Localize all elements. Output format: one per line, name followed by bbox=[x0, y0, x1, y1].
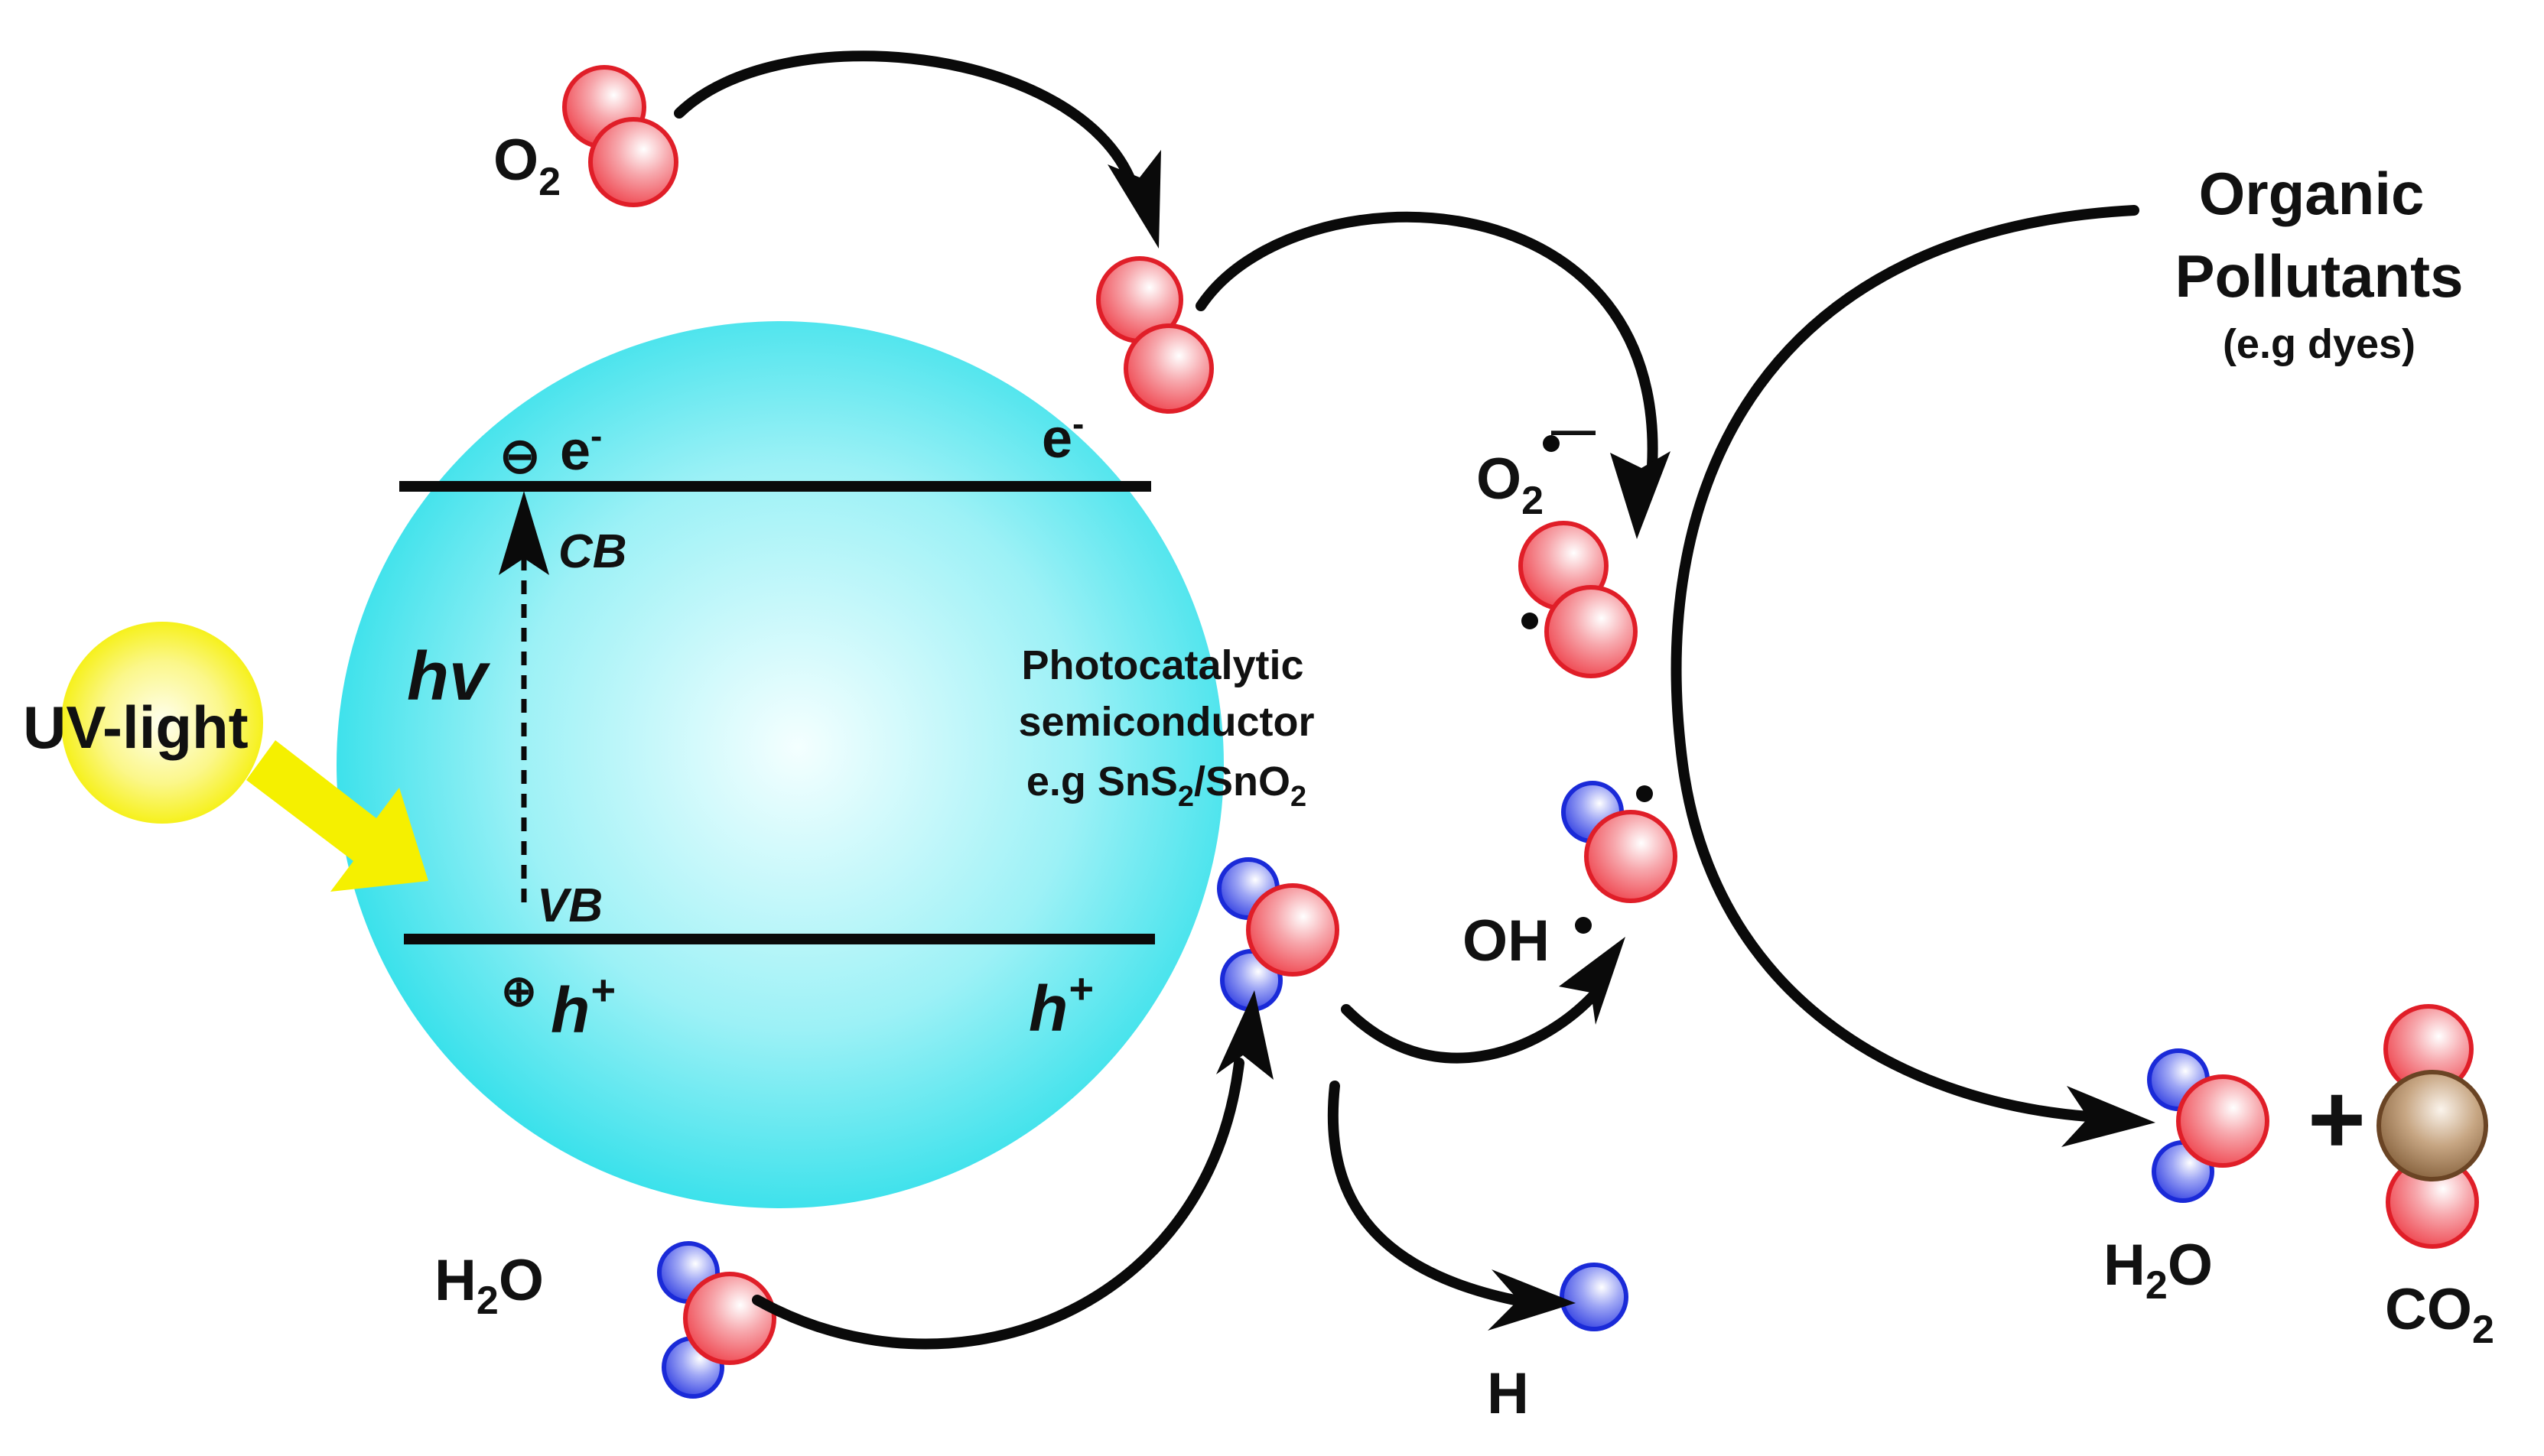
co2-molecule bbox=[2376, 1004, 2488, 1249]
uv-light-sun bbox=[61, 622, 263, 824]
arrowhead-o2-reduce bbox=[1610, 451, 1671, 539]
arrow-hydrogen-release bbox=[1327, 1081, 1520, 1305]
arrow-hydroxyl-form bbox=[1341, 989, 1600, 1064]
co2-label: CO2 bbox=[2385, 1277, 2494, 1352]
semiconductor-sphere bbox=[337, 321, 1224, 1208]
arrowheads bbox=[1108, 150, 2155, 1331]
superoxide-label: O2— bbox=[1476, 405, 1596, 523]
water-left-label: H2O bbox=[434, 1248, 544, 1323]
arrowhead-pollutant-degrade bbox=[2061, 1086, 2155, 1147]
arrowhead-water-adsorb bbox=[1216, 990, 1274, 1080]
pollutants-label-line3: (e.g dyes) bbox=[2223, 321, 2415, 367]
water-molecule-left bbox=[657, 1241, 776, 1399]
vb-label: VB bbox=[537, 879, 603, 932]
hydrogen-label: H bbox=[1487, 1361, 1529, 1426]
superoxide-radical-dot bbox=[1543, 435, 1560, 452]
pollutants-label-line2: Pollutants bbox=[2175, 242, 2463, 310]
hole-left-label: h+ bbox=[551, 966, 615, 1046]
plus-sign: + bbox=[2308, 1063, 2366, 1175]
minus-symbol: ⊖ bbox=[499, 428, 541, 483]
pollutants-label-line1: Organic bbox=[2199, 160, 2425, 227]
electron-right-label: e- bbox=[1042, 404, 1084, 470]
arrow-o2-reduce bbox=[1196, 211, 1658, 472]
reaction-arrows bbox=[674, 50, 2139, 1350]
electron-left-label: e- bbox=[560, 416, 602, 482]
semiconductor-caption-line3: e.g SnS2/SnO2 bbox=[1026, 759, 1306, 813]
o2-label: O2 bbox=[493, 128, 561, 204]
arrowhead-o2-adsorb bbox=[1108, 150, 1161, 249]
hydroxyl-molecule-dot bbox=[1636, 785, 1653, 802]
hydroxyl-label: OH bbox=[1462, 908, 1550, 973]
superoxide-molecule bbox=[1518, 521, 1638, 678]
semiconductor-caption-line2: semiconductor bbox=[1018, 699, 1314, 745]
o2-molecule-top bbox=[562, 65, 678, 207]
arrow-o2-adsorb bbox=[674, 50, 1137, 189]
water-molecule-surface bbox=[1217, 857, 1339, 1012]
arrowhead-hydroxyl-form bbox=[1559, 937, 1625, 1025]
o2-molecule-adsorbed bbox=[1096, 256, 1214, 414]
arrow-pollutant-degrade bbox=[1671, 205, 2139, 1122]
plus-symbol: ⊕ bbox=[501, 967, 537, 1015]
water-molecule-product bbox=[2147, 1048, 2269, 1203]
excitation-arrowhead bbox=[499, 491, 549, 575]
uv-light-label: UV-light bbox=[23, 694, 249, 761]
arrowhead-hydrogen-release bbox=[1488, 1269, 1576, 1331]
semiconductor-caption-line1: Photocatalytic bbox=[1021, 642, 1303, 688]
arrow-water-adsorb bbox=[752, 1058, 1244, 1350]
hole-right-label: h+ bbox=[1029, 964, 1093, 1045]
hv-label: hv bbox=[407, 639, 491, 715]
cb-label: CB bbox=[558, 525, 627, 578]
water-product-label: H2O bbox=[2103, 1233, 2213, 1308]
hydroxyl-radical-dot bbox=[1575, 917, 1592, 934]
hydroxyl-molecule bbox=[1561, 781, 1677, 903]
uv-light-beam bbox=[246, 740, 428, 892]
hydrogen-atom bbox=[1560, 1263, 1628, 1331]
superoxide-molecule-dot bbox=[1521, 613, 1538, 629]
